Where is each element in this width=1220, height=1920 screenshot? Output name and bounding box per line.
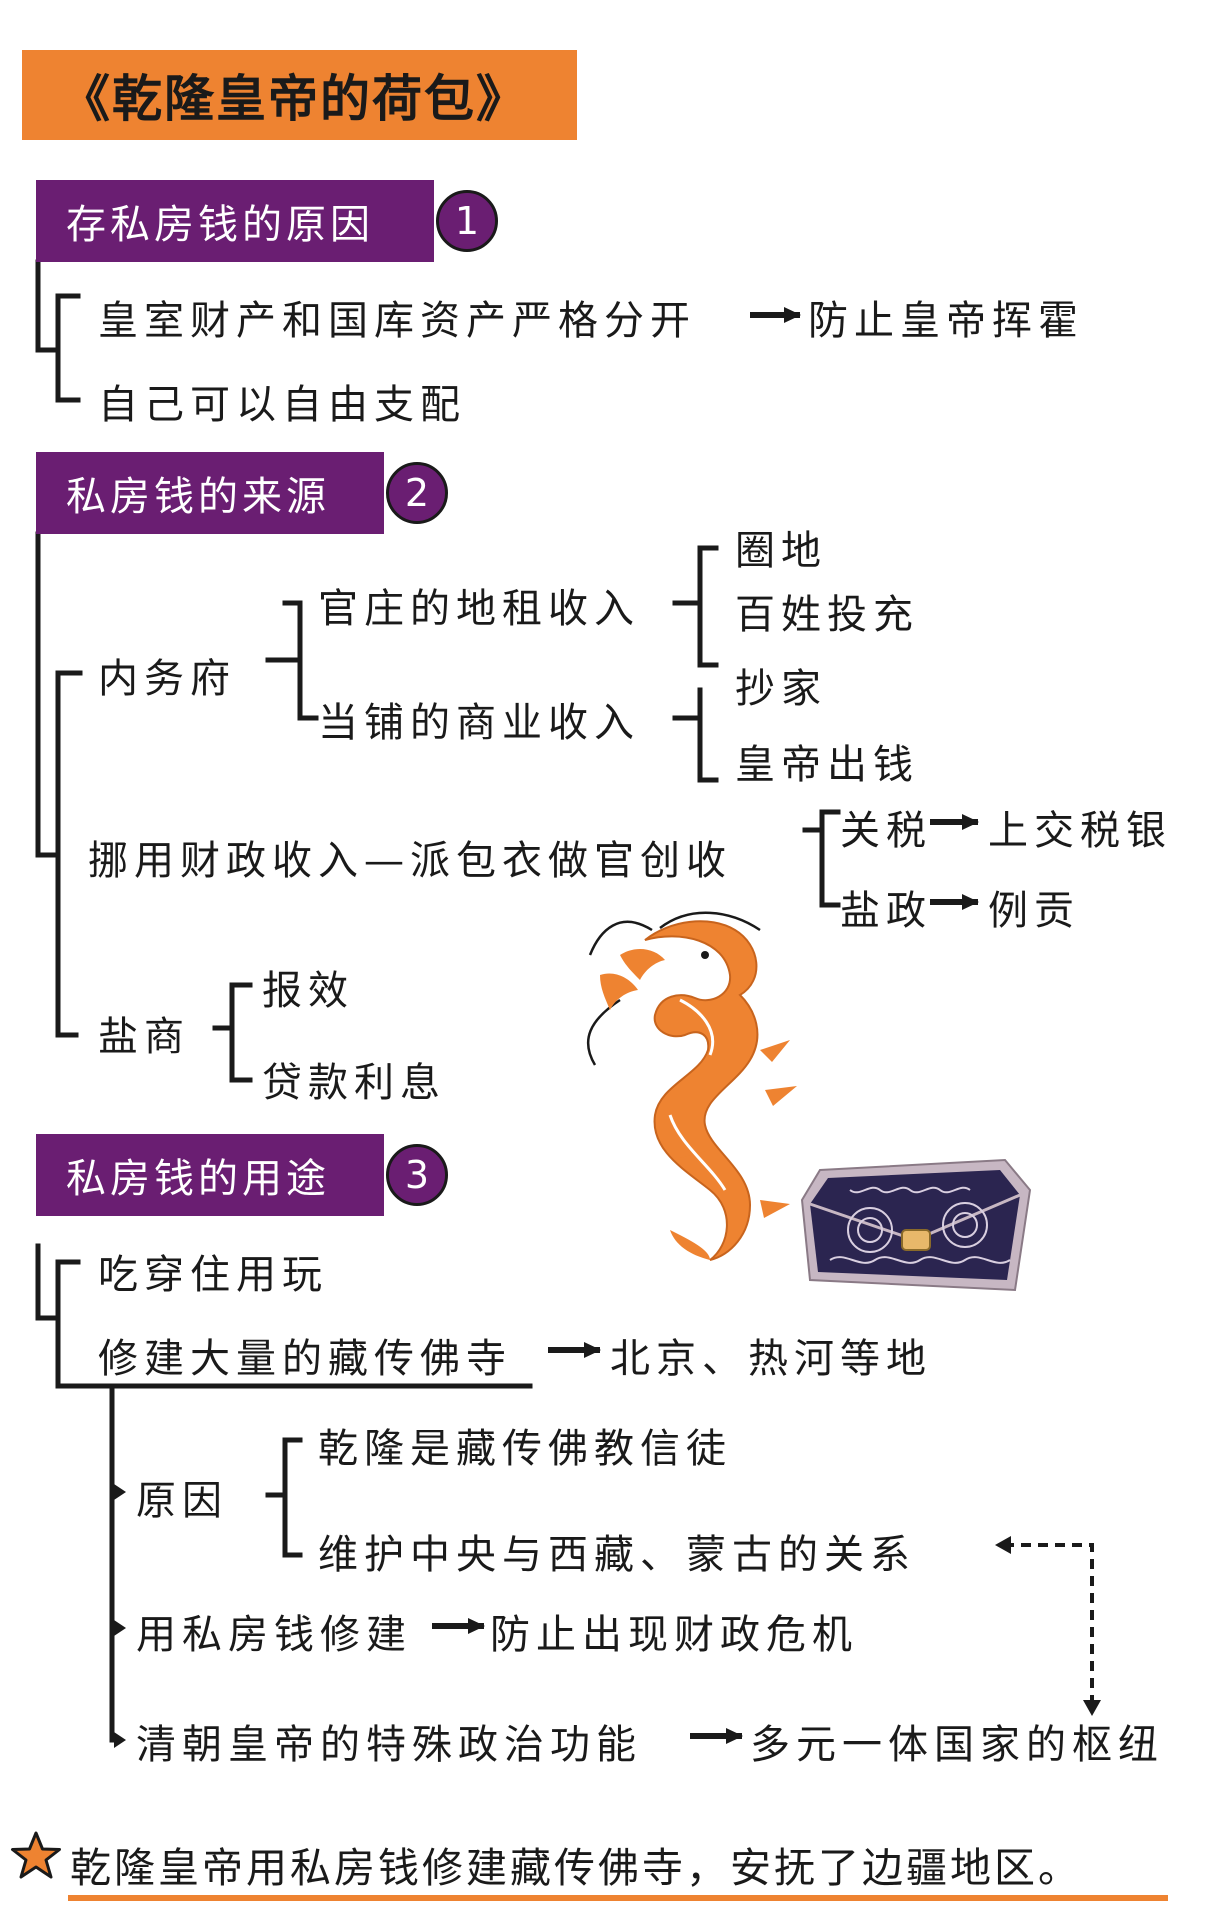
sub-huangdi-chuqian: 皇帝出钱 [735, 742, 919, 788]
yanzheng-label: 盐政 [840, 888, 932, 934]
sub-chaojia: 抄家 [735, 666, 827, 712]
reason-relations: 维护中央与西藏、蒙古的关系 [318, 1532, 916, 1578]
tick-reason [114, 1484, 126, 1500]
nuoyong-label: 挪用财政收入—派包衣做官创收 [88, 838, 732, 884]
use-daily-life: 吃穿住用玩 [98, 1252, 328, 1298]
reason-separate-assets: 皇室财产和国库资产严格分开 [98, 298, 696, 344]
sub-quandi: 圈地 [735, 528, 827, 574]
dashed-link-head-left [995, 1536, 1011, 1554]
use-private-money: 用私房钱修建 [136, 1612, 412, 1658]
guanzhuang-label: 官庄的地租收入 [318, 586, 640, 632]
section-heading-2-text: 私房钱的来源 [66, 474, 330, 520]
neiwufu-bracket [55, 670, 83, 1038]
dangpu-fork [672, 687, 719, 783]
guanshui-result: 上交税银 [988, 808, 1172, 854]
guanshui-label: 关税 [840, 808, 932, 854]
sec1-trunk [35, 259, 61, 353]
tick-use [114, 1620, 126, 1636]
neiwufu-branch [265, 600, 319, 721]
yanshang-label: 盐商 [98, 1014, 190, 1060]
neiwufu-label: 内务府 [98, 656, 236, 702]
dangpu-label: 当铺的商业收入 [318, 700, 640, 746]
sec3-trunk [35, 1243, 61, 1321]
guanzhuang-fork [672, 545, 719, 668]
section-heading-3: 私房钱的用途 [36, 1134, 384, 1216]
dashed-link [1010, 1543, 1094, 1705]
sub-baixing-touchong: 百姓投充 [735, 592, 919, 638]
dashed-link-head-down [1083, 1700, 1101, 1716]
section-number-3: 3 [386, 1144, 448, 1206]
star-icon [11, 1831, 61, 1879]
sec3-bracket [55, 1259, 533, 1389]
tick-qing [114, 1732, 126, 1748]
reason-believer: 乾隆是藏传佛教信徒 [318, 1426, 732, 1472]
sec1-bracket [41, 293, 81, 403]
prevent-fiscal-crisis: 防止出现财政危机 [490, 1612, 858, 1658]
conclusion-text: 乾隆皇帝用私房钱修建藏传佛寺，安抚了边疆地区。 [70, 1844, 1082, 1892]
yanzheng-result: 例贡 [988, 888, 1080, 934]
reason-prevent-waste: 防止皇帝挥霍 [808, 298, 1084, 344]
section-heading-2: 私房钱的来源 [36, 452, 384, 534]
section-number-1: 1 [436, 190, 498, 252]
reason-label: 原因 [136, 1478, 228, 1524]
dragon-illustration [560, 900, 870, 1294]
nuoyong-fork [802, 809, 841, 908]
pluralistic-hub: 多元一体国家的枢纽 [750, 1722, 1164, 1768]
yanshang-fork [212, 982, 253, 1083]
nuoyong-detail: 派包衣做官创收 [410, 838, 732, 884]
sec2-trunk [35, 531, 61, 858]
section-number-2: 2 [386, 462, 448, 524]
purse-illustration [790, 1130, 1040, 1309]
nuoyong-dash: — [364, 838, 410, 884]
section-heading-1: 存私房钱的原因 [36, 180, 434, 262]
temples-location: 北京、热河等地 [610, 1336, 932, 1382]
page-title: 《乾隆皇帝的荷包》 [60, 69, 528, 128]
reason-free-control: 自己可以自由支配 [98, 382, 466, 428]
sub-baoxiao: 报效 [262, 968, 354, 1014]
reason-fork [265, 1437, 303, 1558]
qing-political-function: 清朝皇帝的特殊政治功能 [136, 1722, 642, 1768]
section-heading-3-text: 私房钱的用途 [66, 1156, 330, 1202]
title-banner: 《乾隆皇帝的荷包》 [22, 50, 577, 140]
section-heading-1-text: 存私房钱的原因 [66, 202, 374, 248]
use-build-temples: 修建大量的藏传佛寺 [98, 1336, 512, 1382]
sub-daikuan-lixi: 贷款利息 [262, 1060, 446, 1106]
